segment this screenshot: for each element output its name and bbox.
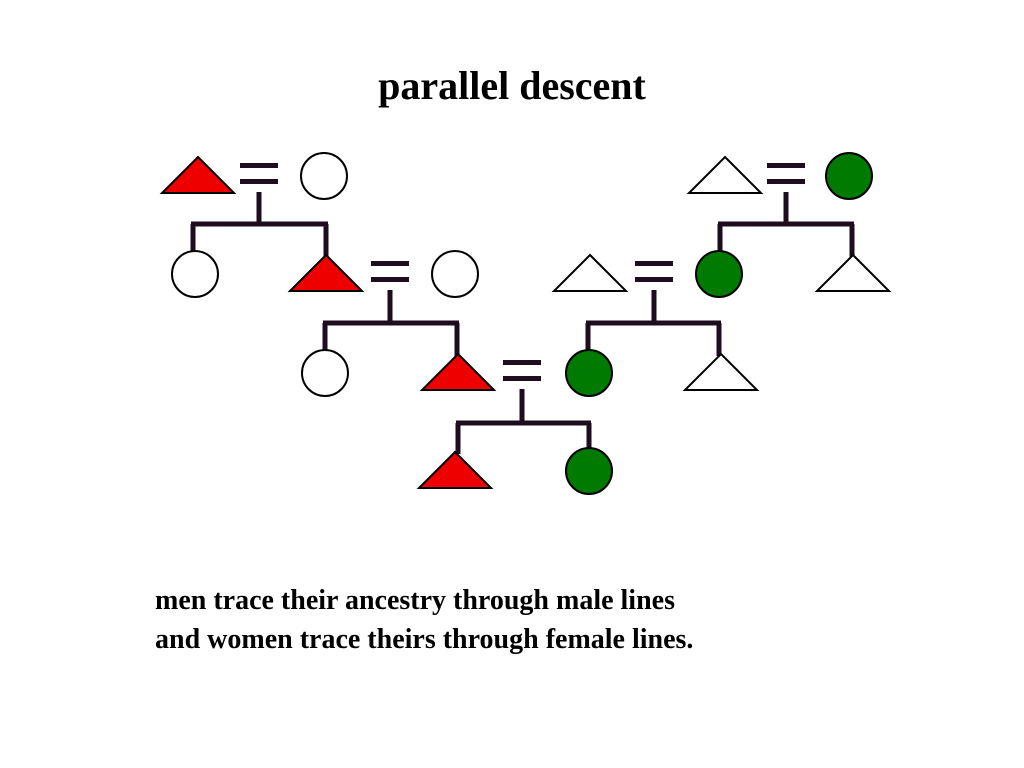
marriage-bar-bottom bbox=[240, 179, 278, 184]
diagram-title: parallel descent bbox=[378, 63, 646, 108]
male-triangle-g4-son bbox=[416, 450, 494, 489]
marriage-bar-bottom bbox=[635, 277, 673, 282]
female-circle-g1-left-wife bbox=[300, 152, 348, 200]
female-circle-g2-right-daughter bbox=[695, 250, 743, 298]
descent-lines bbox=[190, 192, 855, 454]
marriage-equals-m-left-2 bbox=[371, 261, 409, 282]
marriage-equals-m-right-1 bbox=[767, 163, 805, 184]
marriage-bar-bottom bbox=[503, 376, 541, 381]
male-triangle-g2-left-son bbox=[287, 253, 365, 292]
marriage-bar-top bbox=[635, 261, 673, 266]
descent-m-left-2 bbox=[322, 290, 460, 356]
marriage-symbols bbox=[240, 163, 805, 381]
marriage-equals-m-right-2 bbox=[635, 261, 673, 282]
descent-m-left-1 bbox=[190, 192, 329, 257]
people-symbols bbox=[159, 152, 892, 495]
female-circle-g3-right-daughter bbox=[565, 349, 613, 397]
descent-m-right-2 bbox=[585, 290, 722, 356]
caption-line-2: and women trace theirs through female li… bbox=[155, 624, 694, 655]
marriage-bar-bottom bbox=[371, 277, 409, 282]
marriage-bar-top bbox=[503, 360, 541, 365]
male-triangle-g3-right-son bbox=[682, 352, 760, 391]
male-triangle-g2-right-daughter-husband bbox=[551, 253, 629, 292]
caption-line-1: men trace their ancestry through male li… bbox=[155, 585, 675, 616]
female-circle-g2-left-son-wife bbox=[431, 250, 479, 298]
descent-m-right-1 bbox=[717, 192, 855, 257]
female-circle-g3-left-daughter bbox=[301, 349, 349, 397]
marriage-equals-m-center bbox=[503, 360, 541, 381]
marriage-bar-top bbox=[371, 261, 409, 266]
female-circle-g1-right-wife bbox=[825, 152, 873, 200]
descent-m-center bbox=[455, 389, 592, 454]
caption: men trace their ancestry through male li… bbox=[155, 581, 975, 659]
male-triangle-g1-right-husband bbox=[686, 155, 764, 194]
male-triangle-g1-left-husband bbox=[159, 155, 237, 194]
male-triangle-g2-right-son bbox=[814, 253, 892, 292]
female-circle-g2-left-daughter bbox=[171, 250, 219, 298]
marriage-bar-bottom bbox=[767, 179, 805, 184]
male-triangle-g3-left-son bbox=[419, 352, 497, 391]
marriage-bar-top bbox=[767, 163, 805, 168]
marriage-equals-m-left-1 bbox=[240, 163, 278, 184]
female-circle-g4-daughter bbox=[565, 447, 613, 495]
marriage-bar-top bbox=[240, 163, 278, 168]
